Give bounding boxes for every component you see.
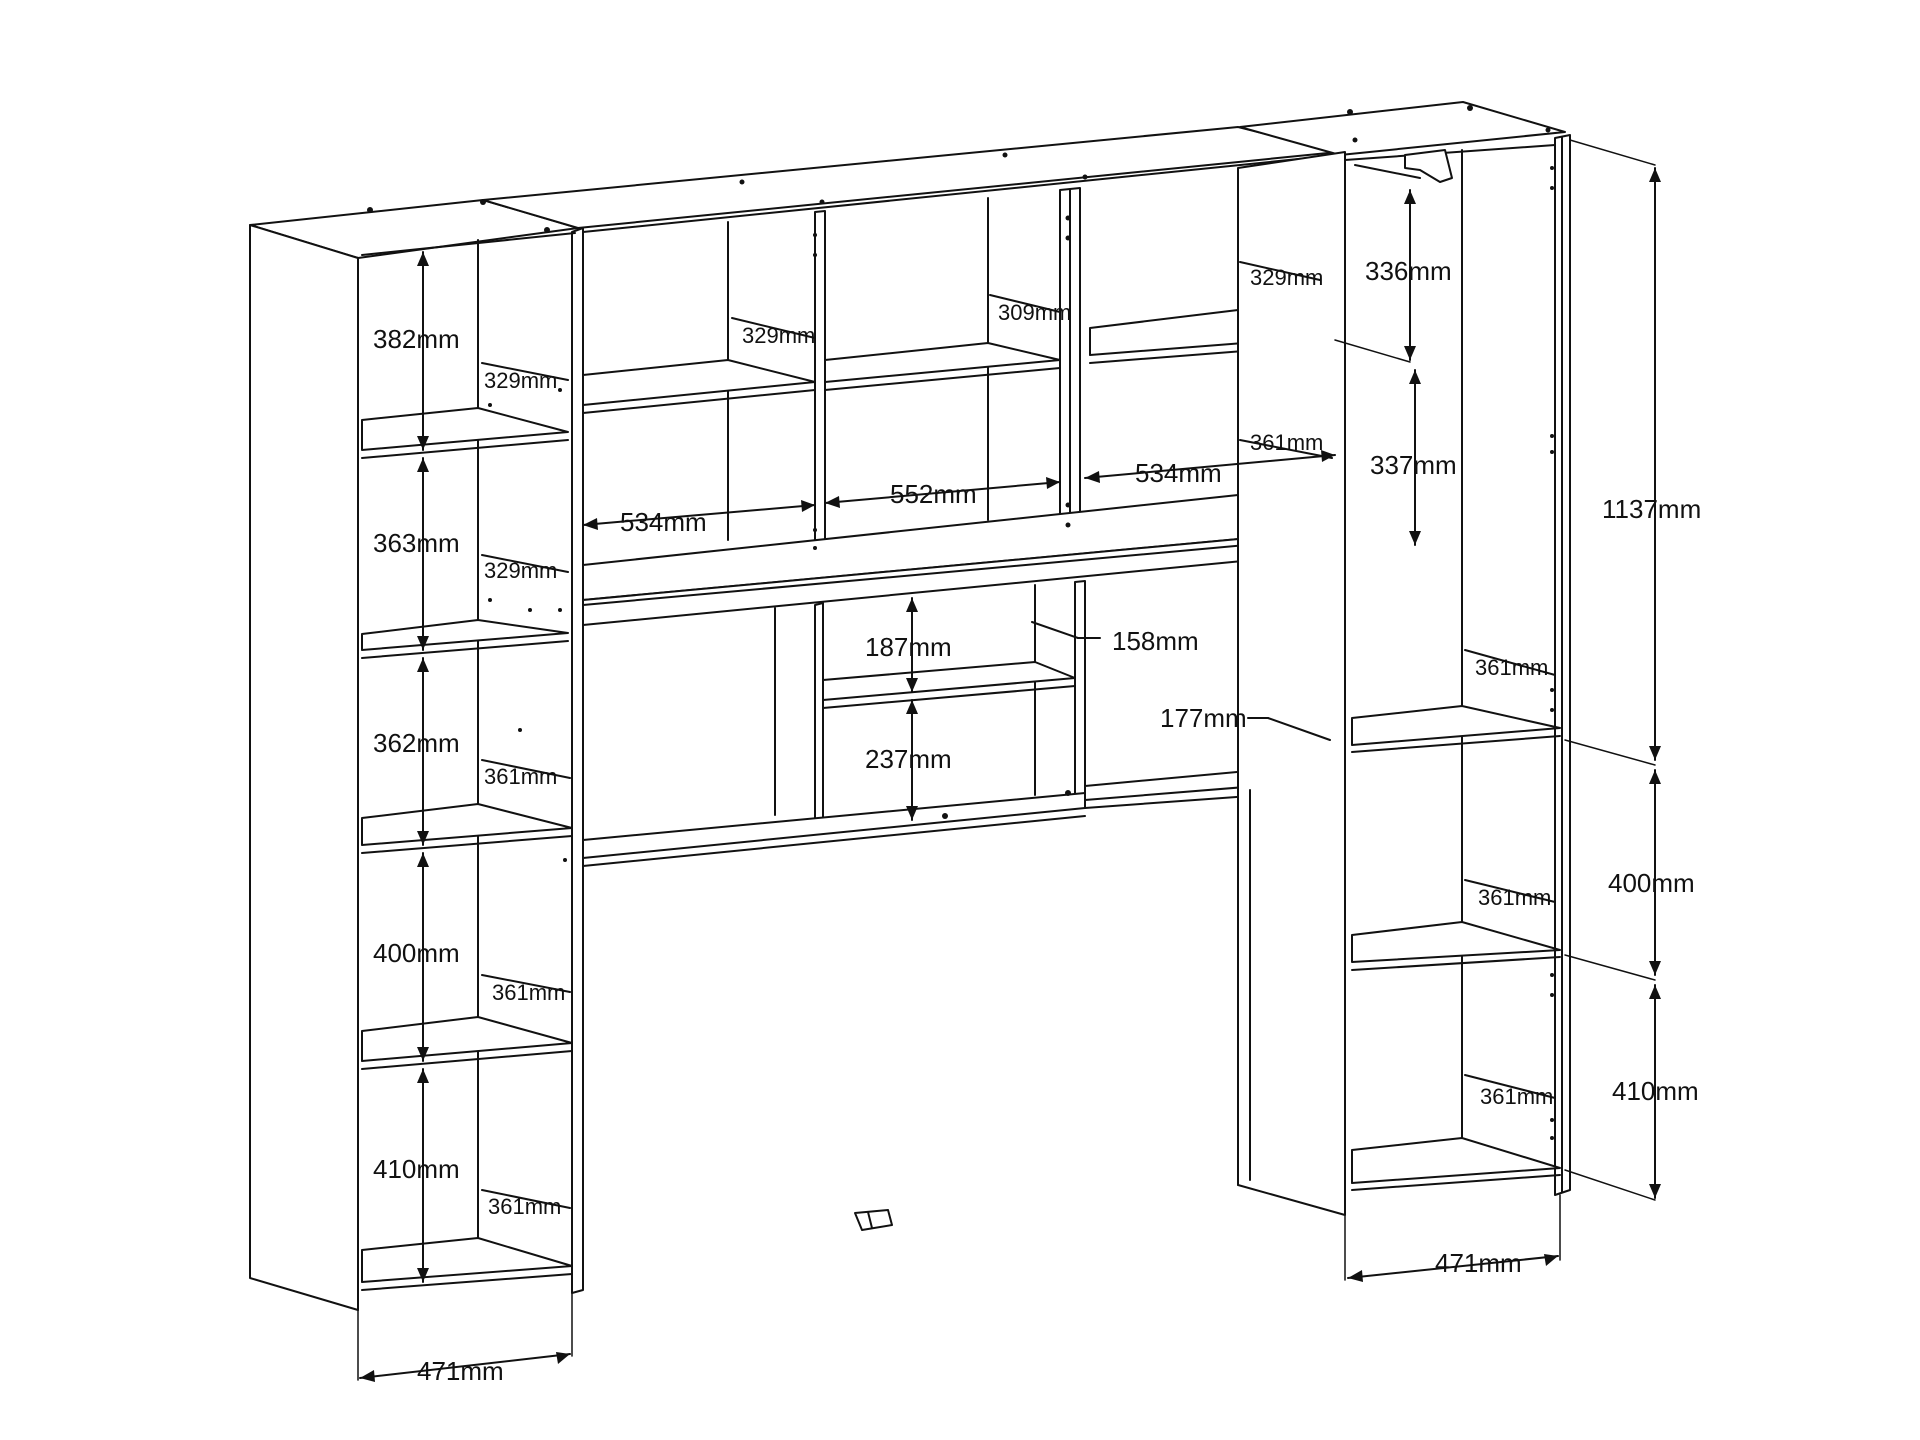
hutch-shelf-2 xyxy=(824,342,1061,383)
label-left-410: 410mm xyxy=(373,1154,460,1184)
label-mid-158: 158mm xyxy=(1112,626,1199,656)
hutch-shelf-1 xyxy=(582,359,816,406)
label-mid-187: 187mm xyxy=(865,632,952,662)
label-right-depth-3: 361mm xyxy=(1480,1084,1553,1109)
label-right-depth-1: 361mm xyxy=(1475,655,1548,680)
right-shelf-1 xyxy=(1351,705,1561,746)
label-mid-depth-d: 361mm xyxy=(1250,430,1323,455)
label-right-400: 400mm xyxy=(1608,868,1695,898)
label-left-400: 400mm xyxy=(373,938,460,968)
label-left-363: 363mm xyxy=(373,528,460,558)
right-cabinet xyxy=(1237,101,1571,1281)
right-cabinet-rail xyxy=(1404,149,1453,183)
dimension-lines xyxy=(359,139,1656,1379)
label-mid-534-left: 534mm xyxy=(620,507,707,537)
label-left-382: 382mm xyxy=(373,324,460,354)
lower-bottom-board xyxy=(582,792,1086,859)
right-cabinet-top xyxy=(1239,101,1566,156)
label-mid-534-right: 534mm xyxy=(1135,458,1222,488)
label-left-depth-2: 329mm xyxy=(484,558,557,583)
label-right-width: 471mm xyxy=(1435,1248,1522,1278)
label-left-depth-5: 361mm xyxy=(488,1194,561,1219)
label-mid-177: 177mm xyxy=(1160,703,1247,733)
left-cabinet-shelves xyxy=(361,407,573,1291)
label-mid-552: 552mm xyxy=(890,479,977,509)
label-right-337: 337mm xyxy=(1370,450,1457,480)
left-cabinet-side-panel xyxy=(249,224,359,1311)
dimension-arrowheads xyxy=(360,168,1661,1382)
left-cabinet-top-inner xyxy=(361,232,576,256)
right-shelf-2 xyxy=(1351,921,1561,963)
left-shelf-4 xyxy=(361,1016,573,1062)
label-right-410: 410mm xyxy=(1612,1076,1699,1106)
hutch-divider-1 xyxy=(814,210,826,573)
right-cabinet-left-panel xyxy=(1237,151,1346,1216)
middle-hutch-top xyxy=(482,126,1339,229)
left-cabinet xyxy=(249,199,584,1381)
label-mid-depth-b: 309mm xyxy=(998,300,1071,325)
drill-holes xyxy=(367,105,1554,1140)
label-left-362: 362mm xyxy=(373,728,460,758)
label-left-depth-4: 361mm xyxy=(492,980,565,1005)
left-shelf-5 xyxy=(361,1237,573,1283)
label-mid-depth-a: 329mm xyxy=(742,323,815,348)
right-shelf-3 xyxy=(1351,1137,1561,1184)
label-left-width: 471mm xyxy=(417,1356,504,1386)
lower-divider-1 xyxy=(814,602,824,831)
dimension-labels: 382mm 363mm 362mm 400mm 410mm 329mm 329m… xyxy=(373,256,1701,1386)
left-shelf-1 xyxy=(361,407,569,451)
lower-divider-2 xyxy=(1074,580,1086,807)
label-left-depth-3: 361mm xyxy=(484,764,557,789)
label-right-depth-2: 361mm xyxy=(1478,885,1551,910)
label-right-1137: 1137mm xyxy=(1602,494,1701,524)
left-shelf-3 xyxy=(361,803,573,846)
label-mid-237: 237mm xyxy=(865,744,952,774)
left-shelf-2 xyxy=(361,619,569,651)
label-mid-depth-c: 329mm xyxy=(1250,265,1323,290)
left-cabinet-right-panel xyxy=(571,227,584,1294)
hardware-bag xyxy=(854,1209,893,1231)
label-right-336: 336mm xyxy=(1365,256,1452,286)
lower-small-shelf xyxy=(822,661,1076,701)
label-left-depth-1: 329mm xyxy=(484,368,557,393)
